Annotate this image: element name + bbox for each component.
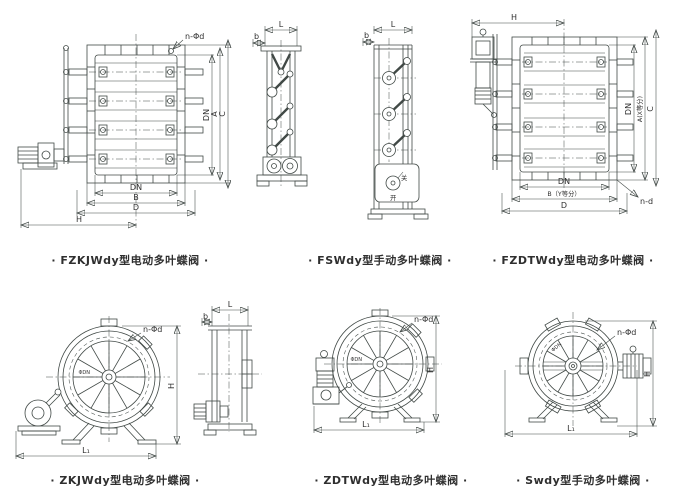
dimension-lines: H L₁ (314, 316, 440, 433)
rim-fittings (519, 317, 602, 414)
dimension-lines: DN A C DN B D H (21, 40, 231, 228)
dim-label-dn-right: DN (624, 103, 633, 115)
actuator-side-view (256, 156, 308, 187)
base-feet (367, 208, 429, 220)
dim-label-h: H (511, 13, 517, 22)
blades (68, 62, 204, 169)
dim-label-n-phi-d: n-Φd (185, 32, 204, 41)
legs (61, 422, 157, 445)
dimension-lines-right: DN A(X等分) C (609, 30, 656, 186)
drawing-round-valve-side-view: L b (193, 300, 262, 436)
caption-zdtwdy: · ZDTWdy型电动多叶蝶阀 · (314, 474, 468, 487)
dim-label-dn-right: DN (202, 109, 211, 121)
caption-swdy: · Swdy型手动多叶蝶阀 · (516, 474, 650, 487)
base-feet (203, 423, 257, 436)
dim-label-b: B (133, 193, 139, 202)
valve-frame (511, 36, 618, 181)
dim-label-ax: A(X等分) (635, 96, 644, 122)
dim-label-b-offset: b (254, 32, 259, 41)
blade-linkage (266, 53, 294, 156)
dim-label-dn-bottom: DN (130, 183, 142, 192)
caption-zkjwdy: · ZKJWdy型电动多叶蝶阀 · (50, 474, 200, 487)
blade-spokes: ΦDN (347, 331, 413, 397)
bolt-hole-callout: n-Φd (128, 325, 162, 341)
drawing-swdy-front-view: ΦDN n-Φd H (487, 312, 657, 462)
dimension-lines-top: H (472, 13, 564, 190)
dim-label-n-phi-d: n-Φd (617, 328, 636, 337)
dim-label-a: A (210, 111, 219, 117)
bolt-hole-callout: n-Φd (597, 328, 636, 350)
dim-label-l: L (391, 20, 396, 29)
blade-spokes: ΦDN (73, 341, 145, 413)
drawing-fswdy-side-view: L b 关 开 (358, 20, 429, 220)
dim-label-d: D (561, 201, 567, 210)
electric-actuator (17, 142, 65, 170)
electric-actuator-vertical (312, 350, 352, 405)
bolt-hole-callout: n-Φd (168, 32, 204, 54)
dim-label-n-d: n-d (640, 197, 653, 206)
dim-label-h: H (76, 215, 82, 224)
electric-actuator-vertical (470, 28, 497, 118)
dim-label-n-phi-d: n-Φd (143, 325, 162, 334)
manual-handle-quadrant: 关 开 (374, 163, 420, 203)
dim-label-phi-dn: ΦDN (350, 357, 362, 363)
electric-actuator (17, 388, 62, 436)
crank-linkage (374, 57, 416, 174)
dim-label-dn-bottom: DN (558, 177, 570, 186)
dim-label-c: C (646, 106, 655, 112)
dim-label-h: H (426, 367, 435, 373)
dim-label-h: H (643, 371, 652, 377)
dim-label-c: C (218, 111, 227, 117)
dim-label-by: B（Y等分） (547, 189, 580, 198)
caption-fzdtwdy: · FZDTWdy型电动多叶蝶阀 · (492, 254, 654, 267)
blades (495, 52, 634, 168)
linkage-bar (63, 45, 69, 164)
dim-label-n-phi-d: n-Φd (414, 315, 433, 324)
dim-label-l1: L₁ (567, 424, 575, 433)
dimension-lines: H L₁ (16, 326, 181, 459)
legs (339, 403, 421, 423)
dim-label-l1: L₁ (82, 446, 90, 455)
blade-spokes: ΦDN (543, 336, 603, 396)
bolt-hole-callout: n-Φd (400, 315, 433, 332)
drawing-zkjwdy-front-view: ΦDN n-Φd H L₁ (10, 316, 181, 465)
side-body (198, 314, 262, 432)
dimension-lines: L b (363, 20, 412, 46)
handle-label-close: 关 (401, 173, 408, 182)
linkage-bar (492, 34, 498, 170)
rim-fittings (64, 318, 154, 435)
dim-label-l: L (228, 300, 233, 309)
dim-label-phi-dn: ΦDN (550, 341, 563, 353)
handle-label-open: 开 (390, 194, 396, 202)
valve-rings (324, 308, 442, 424)
drawing-fzkjwdy-front-view: n-Φd DN A C DN B D H (17, 32, 240, 242)
dim-label-b-offset: b (203, 312, 208, 321)
rim-fittings (371, 309, 435, 419)
drawing-fzdtwdy-front-view: H (470, 13, 678, 242)
dim-label-h: H (167, 383, 176, 389)
dim-label-d: D (133, 203, 139, 212)
legs (528, 401, 618, 423)
drawing-fzkjwdy-side-view: L b (243, 20, 308, 188)
caption-fzkjwdy: · FZKJWdy型电动多叶蝶阀 · (51, 254, 209, 267)
dim-label-l: L (279, 20, 284, 29)
dimension-lines-bottom: DN B（Y等分） D n-d (502, 172, 653, 214)
electric-actuator (193, 400, 229, 423)
dimension-lines: L b (202, 300, 248, 326)
dim-label-l1: L₁ (362, 420, 370, 429)
dim-label-phi-dn: ΦDN (78, 370, 90, 376)
dim-label-b-offset: b (364, 31, 369, 40)
dimension-lines: H L₁ (505, 321, 657, 437)
caption-fswdy: · FSWdy型手动多叶蝶阀 · (308, 254, 452, 267)
dimension-lines: L b (253, 20, 297, 47)
drawing-zdtwdy-front-view: ΦDN n-Φd H (312, 308, 442, 466)
